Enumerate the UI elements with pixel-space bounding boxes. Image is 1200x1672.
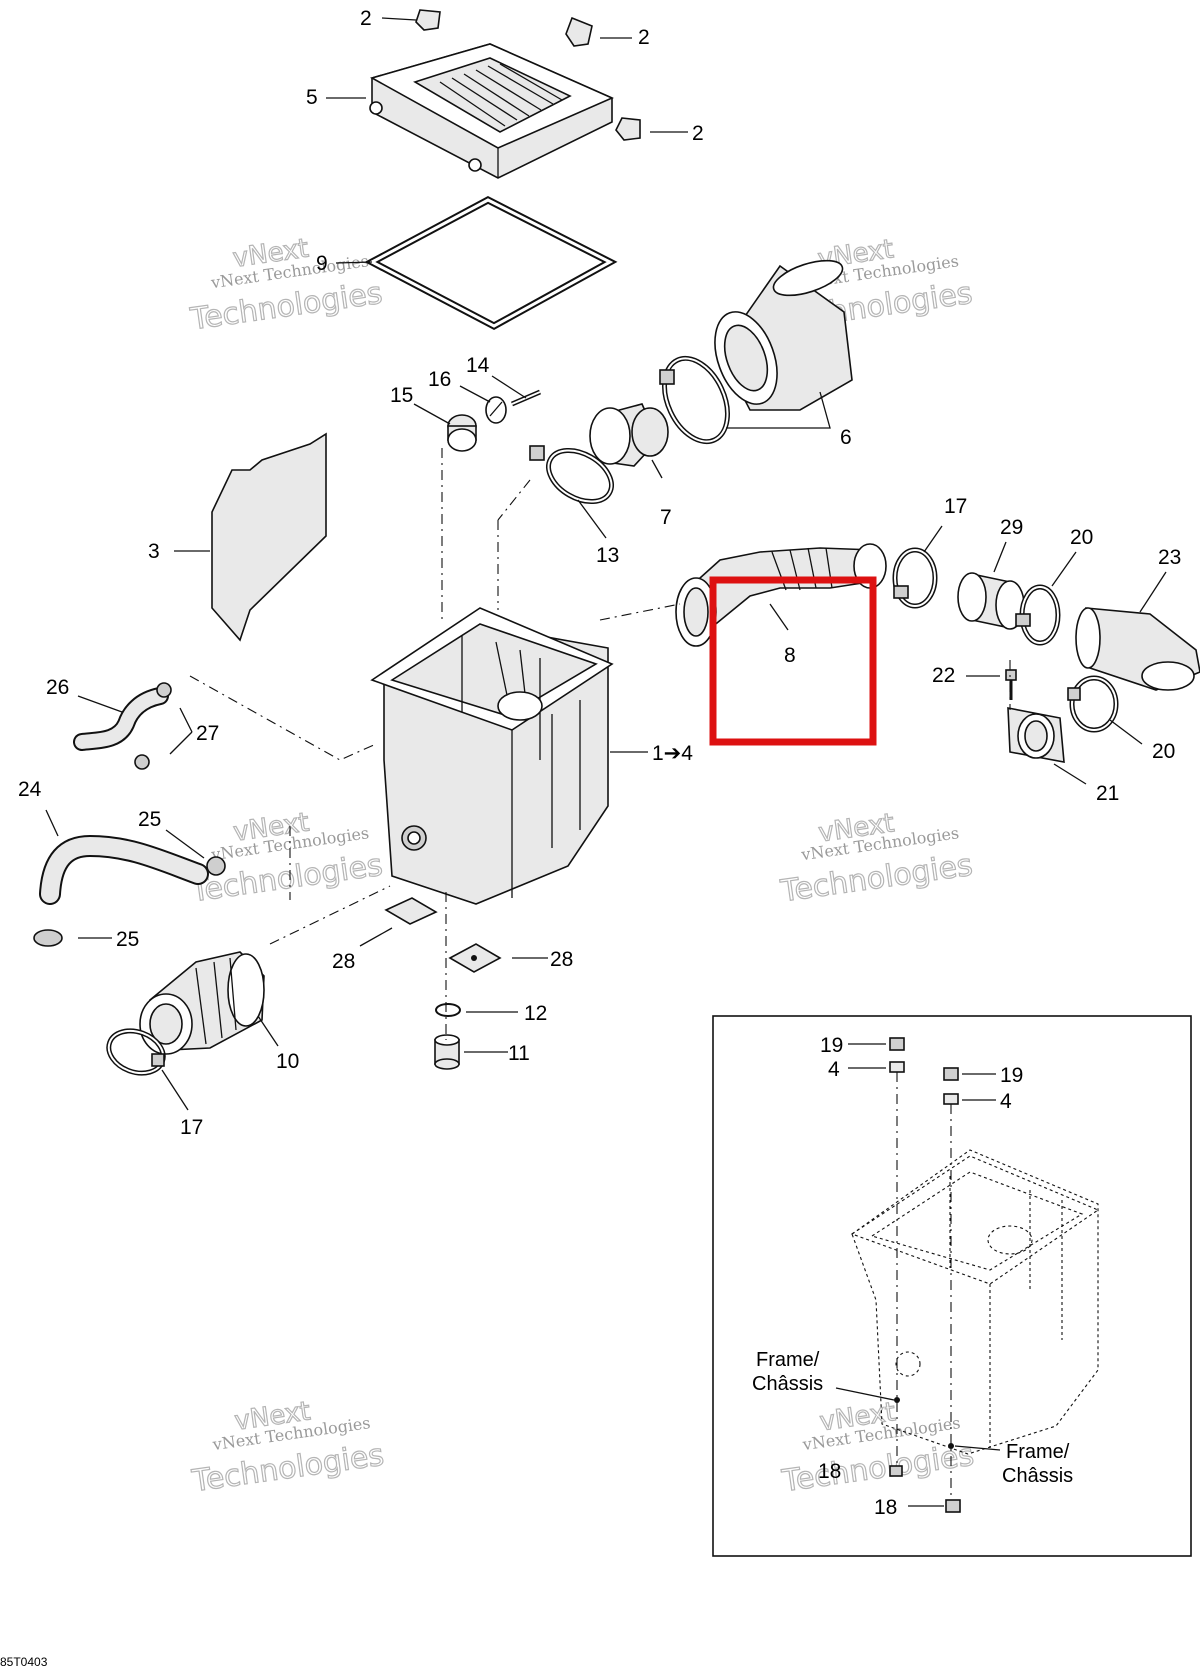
nut-part-19-b: [943, 1067, 959, 1081]
intake-boot-part-8: [675, 543, 887, 647]
clamp-part-20-bottom: [1067, 675, 1119, 733]
assembly-centerlines: [189, 448, 1011, 1040]
watermark-bottom-left: vNext vNext Technologies Technologies: [189, 1396, 387, 1500]
callout-18: 18: [874, 1496, 897, 1519]
washer-part-4-a: [889, 1061, 905, 1073]
callout-13: 13: [596, 544, 619, 567]
airbox-body-part-1-4: [370, 607, 614, 905]
watermark-top-left: vNext vNext Technologies Technologies: [187, 233, 385, 338]
bolt-part-18-a: [889, 1465, 903, 1477]
elbow-part-23: [1075, 607, 1200, 691]
watermark-mid-right: vNext vNext Technologies Technologies: [777, 808, 975, 910]
frame-label-right-line1: Frame/: [1006, 1441, 1070, 1463]
callout-4: 4: [828, 1058, 840, 1081]
airbox-cover-part-5: [369, 43, 614, 179]
gasket-part-9: [364, 196, 618, 330]
clamp-part-17-right: [892, 547, 938, 609]
clamp-part-17-left: [106, 1028, 166, 1076]
ring-part-12: [435, 1003, 461, 1017]
callout-16: 16: [428, 368, 451, 391]
clamp-part-25-b: [33, 929, 63, 947]
callout-11: 11: [508, 1042, 530, 1065]
valve-part-11: [434, 1034, 460, 1070]
plug-part-15: [447, 414, 477, 452]
callout-17: 17: [180, 1116, 203, 1139]
callout-28: 28: [332, 950, 355, 973]
callout-26: 26: [46, 676, 69, 699]
callout-18: 18: [818, 1460, 841, 1483]
watermark-mid-left: vNext vNext Technologies Technologies: [187, 807, 385, 910]
callout-19: 19: [820, 1034, 843, 1057]
callout-7: 7: [660, 506, 672, 529]
mounting-detail-inset: 19 4 19 4 Frame/ Châssis Frame/ Châssis …: [712, 1015, 1192, 1557]
clip-part-2-a: [415, 9, 441, 31]
sleeve-part-7: [589, 403, 669, 467]
clamp-part-13: [529, 445, 614, 505]
callout-3: 3: [148, 540, 160, 563]
clamp-part-6: [659, 355, 730, 445]
callout-labels: 2 2 2 5 9 14 16 15 6 7 13 3 17 29 20 23 …: [18, 7, 1181, 1139]
callout-28: 28: [550, 948, 573, 971]
callout-17: 17: [944, 495, 967, 518]
bolt-part-18-b: [945, 1499, 961, 1513]
air-filter-part-6: [714, 259, 853, 411]
clip-part-2-c: [615, 117, 641, 141]
callout-22: 22: [932, 664, 955, 687]
sleeve-part-29: [957, 572, 1025, 630]
highlight-box: [709, 576, 877, 746]
callout-19: 19: [1000, 1064, 1023, 1087]
heat-shield-part-3: [211, 432, 327, 642]
callout-29: 29: [1000, 516, 1023, 539]
callout-27: 27: [196, 722, 219, 745]
washer-part-4-b: [943, 1093, 959, 1105]
callout-25: 25: [116, 928, 139, 951]
callout-6: 6: [840, 426, 852, 449]
callout-21: 21: [1096, 782, 1119, 805]
callout-9: 9: [316, 252, 328, 275]
clamp-part-27-b: [134, 754, 150, 770]
callout-2: 2: [360, 7, 372, 30]
bolt-part-22: [1005, 669, 1017, 700]
nut-part-19-a: [889, 1037, 905, 1051]
frame-label-right-line2: Châssis: [1002, 1465, 1073, 1487]
callout-20: 20: [1152, 740, 1175, 763]
callout-24: 24: [18, 778, 42, 801]
callout-12: 12: [524, 1002, 547, 1025]
callout-8: 8: [784, 644, 796, 667]
hose-part-24: [39, 834, 209, 905]
clamp-part-27-a: [156, 682, 172, 698]
callout-4: 4: [1000, 1090, 1012, 1113]
disc-part-16: [485, 396, 507, 424]
inlet-boot-part-10: [139, 951, 265, 1055]
callout-1-to-4: 1➔4: [652, 742, 693, 765]
callout-2: 2: [692, 122, 704, 145]
frame-label-left-line2: Châssis: [752, 1373, 823, 1395]
clamp-part-25-a: [206, 856, 226, 876]
callout-25: 25: [138, 808, 161, 831]
callout-5: 5: [306, 86, 318, 109]
plate-part-28-b: [448, 943, 502, 973]
callout-15: 15: [390, 384, 413, 407]
clip-part-2-b: [565, 16, 593, 47]
figure-code: 85T0403: [0, 1655, 48, 1669]
leader-lines: [45, 17, 1167, 1111]
callout-10: 10: [276, 1050, 299, 1073]
clamp-part-20-top: [1015, 584, 1061, 646]
callout-20: 20: [1070, 526, 1093, 549]
plate-part-28-a: [384, 897, 438, 925]
flange-part-21: [1007, 707, 1065, 763]
callout-2: 2: [638, 26, 650, 49]
watermark-bottom-right: vNext vNext Technologies Technologies: [779, 1397, 977, 1500]
hose-part-26: [73, 687, 169, 751]
callout-23: 23: [1158, 546, 1181, 569]
frame-label-left-line1: Frame/: [756, 1349, 820, 1371]
callout-14: 14: [466, 354, 490, 377]
